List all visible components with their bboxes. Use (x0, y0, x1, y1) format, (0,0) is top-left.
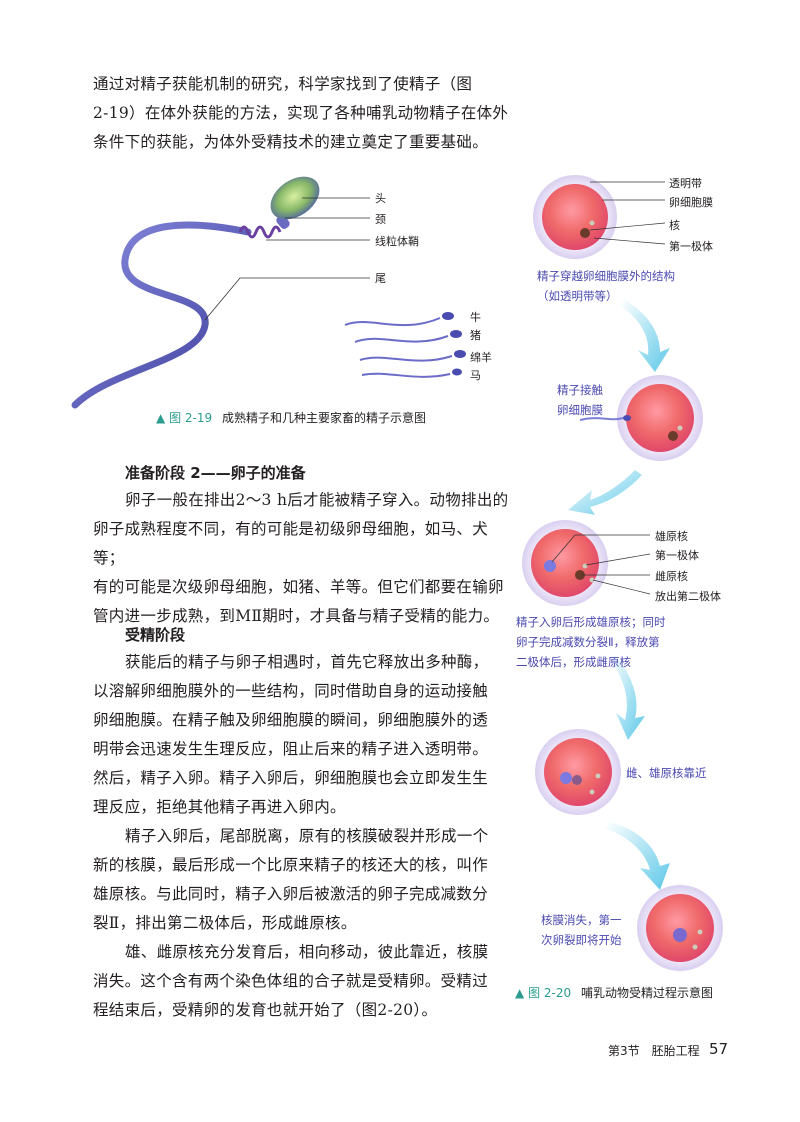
label-nucleus: 核 (669, 219, 680, 232)
egg-cell-3 (522, 520, 608, 606)
fertilization-paragraph-1: 获能后的精子与卵子相遇时，首先它释放出多种酶， 以溶解卵细胞膜外的一些结构，同时… (93, 648, 513, 822)
step-1-text: 精子穿越卵细胞膜外的结构 （如透明带等） (537, 266, 675, 306)
figure-2-20-illustration (522, 175, 723, 971)
label-first-polar-body-2: 第一极体 (655, 549, 699, 562)
text-line: 裂Ⅱ，排出第二极体后，形成雌原核。 (93, 914, 357, 932)
figure-number: 图 2-20 (528, 986, 572, 1000)
text-line: 精子入卵后，尾部脱离，原有的核膜破裂并形成一个 (125, 827, 489, 845)
egg-cell-1 (533, 175, 617, 259)
text-line: 雄原核。与此同时，精子入卵后被激活的卵子完成减数分 (93, 885, 489, 903)
label-pig: 猪 (470, 329, 481, 342)
label-zona-pellucida: 透明带 (669, 177, 702, 190)
text-line: 二极体后，形成雌原核 (516, 655, 631, 669)
text-line: 雄、雌原核充分发育后，相向移动，彼此靠近，核膜 (125, 943, 489, 961)
text-line: 次卵裂即将开始 (541, 933, 622, 947)
section-heading-egg-prep: 准备阶段 2——卵子的准备 (125, 464, 306, 482)
text-line: 卵子一般在排出2～3 h后才能被精子穿入。动物排出的 (125, 491, 509, 509)
text-line: 获能后的精子与卵子相遇时，首先它释放出多种酶， (125, 653, 489, 671)
label-second-polar-body: 放出第二极体 (655, 590, 721, 603)
text-line: 消失。这个含有两个染色体组的合子就是受精卵。受精过 (93, 972, 489, 990)
arrow-down-3 (610, 655, 645, 740)
label-head: 头 (375, 192, 386, 205)
label-mitochondrial-sheath: 线粒体鞘 (375, 235, 419, 248)
figure-2-19-caption: ▲ 图 2-19 成熟精子和几种主要家畜的精子示意图 (156, 409, 426, 426)
label-egg-membrane: 卵细胞膜 (669, 196, 713, 209)
section-heading-fertilization: 受精阶段 (125, 626, 186, 644)
label-tail: 尾 (375, 272, 386, 285)
egg-prep-paragraph: 卵子一般在排出2～3 h后才能被精子穿入。动物排出的 卵子成熟程度不同，有的可能… (93, 486, 515, 631)
figure-caption-text: 成熟精子和几种主要家畜的精子示意图 (221, 411, 426, 425)
label-female-pronucleus: 雌原核 (655, 570, 688, 583)
label-male-pronucleus: 雄原核 (655, 530, 688, 543)
text-line: 以溶解卵细胞膜外的一些结构，同时借助自身的运动接触 (93, 682, 489, 700)
egg-cell-2 (579, 375, 703, 461)
egg-cell-5 (637, 885, 723, 971)
text-line: 程结束后，受精卵的发育也就开始了（图2-20）。 (93, 1001, 438, 1019)
figure-number: 图 2-19 (169, 411, 213, 425)
text-line: 有的可能是次级卵母细胞，如猪、羊等。但它们都要在输卵 (93, 578, 504, 596)
figure-caption-text: 哺乳动物受精过程示意图 (580, 986, 713, 1000)
text-line: 卵子完成减数分裂Ⅱ，释放第 (516, 635, 660, 649)
text-line: 卵子成熟程度不同，有的可能是初级卵母细胞，如马、犬等； (93, 520, 489, 567)
text-line: 明带会迅速发生生理反应，阻止后来的精子进入透明带。 (93, 740, 489, 758)
label-sheep: 绵羊 (470, 351, 492, 364)
text-line: 精子入卵后形成雄原核；同时 (516, 615, 666, 629)
sperm-tail (71, 221, 252, 409)
animal-sperms (344, 317, 453, 378)
text-line: 理反应，拒绝其他精子再进入卵内。 (93, 798, 346, 816)
label-horse: 马 (470, 369, 481, 382)
step-5-text: 核膜消失，第一 次卵裂即将开始 (541, 910, 622, 950)
text-line: 2-19）在体外获能的方法，实现了各种哺乳动物精子在体外 (93, 104, 509, 122)
figure-2-20-caption: ▲ 图 2-20 哺乳动物受精过程示意图 (515, 984, 713, 1001)
text-line: 新的核膜，最后形成一个比原来精子的核还大的核，叫作 (93, 856, 489, 874)
triangle-icon: ▲ (156, 411, 166, 425)
mitochondrial-sheath (238, 225, 282, 239)
label-first-polar-body: 第一极体 (669, 240, 713, 253)
arrow-down-1 (620, 300, 670, 372)
fertilization-paragraph-2: 精子入卵后，尾部脱离，原有的核膜破裂并形成一个 新的核膜，最后形成一个比原来精子… (93, 822, 513, 938)
label-neck: 颈 (375, 213, 386, 226)
text-line: 条件下的获能，为体外受精技术的建立奠定了重要基础。 (93, 133, 489, 151)
text-line: 卵细胞膜。在精子触及卵细胞膜的瞬间，卵细胞膜外的透 (93, 711, 489, 729)
triangle-icon: ▲ (515, 986, 525, 1000)
egg-cell-4 (535, 729, 621, 815)
text-line: 通过对精子获能机制的研究，科学家找到了使精子（图 (93, 75, 473, 93)
fertilization-paragraph-3: 雄、雌原核充分发育后，相向移动，彼此靠近，核膜 消失。这个含有两个染色体组的合子… (93, 938, 513, 1025)
step-3-text: 精子入卵后形成雄原核；同时 卵子完成减数分裂Ⅱ，释放第 二极体后，形成雌原核 (516, 612, 666, 672)
intro-paragraph: 通过对精子获能机制的研究，科学家找到了使精子（图 2-19）在体外获能的方法，实… (93, 70, 513, 157)
page-number: 57 (709, 1040, 729, 1058)
sperm-head (270, 176, 320, 220)
footer-section-title: 第3节 胚胎工程 (608, 1044, 700, 1058)
text-line: 精子接触 (557, 383, 603, 397)
arrow-down-2 (568, 470, 642, 515)
text-line: 卵细胞膜 (557, 403, 603, 417)
step-2-text: 精子接触 卵细胞膜 (557, 380, 603, 420)
arrow-down-4 (605, 822, 670, 890)
label-cattle: 牛 (470, 311, 481, 324)
text-line: 核膜消失，第一 (541, 913, 622, 927)
text-line: 然后，精子入卵。精子入卵后，卵细胞膜也会立即发生生 (93, 769, 489, 787)
step-4-text: 雌、雄原核靠近 (626, 766, 707, 780)
text-line: 管内进一步成熟，到MⅡ期时，才具备与精子受精的能力。 (93, 607, 500, 625)
text-line: （如透明带等） (537, 289, 618, 303)
figure-2-19-illustration (71, 176, 466, 409)
text-line: 精子穿越卵细胞膜外的结构 (537, 269, 675, 283)
